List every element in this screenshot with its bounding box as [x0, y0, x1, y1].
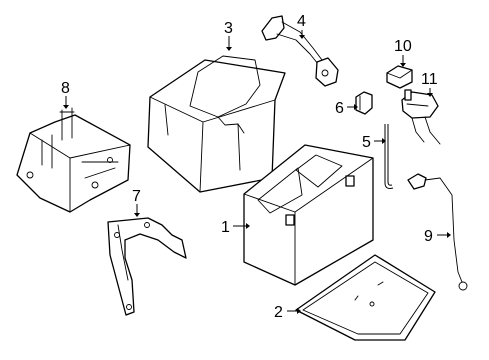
- battery-support: [16, 107, 131, 213]
- battery: [243, 144, 374, 286]
- fusible-link: [401, 89, 441, 145]
- callout-5: 5: [362, 134, 371, 151]
- hold-down-bar: [261, 15, 339, 87]
- leader-lines: [63, 30, 451, 314]
- callout-10: 10: [394, 38, 412, 55]
- callout-11: 11: [421, 71, 438, 88]
- callout-labels: 1 2 3 4 5 6 7 8 9 10 11: [61, 13, 438, 321]
- terminal-clip: [355, 91, 373, 115]
- callout-6: 6: [335, 100, 344, 117]
- callout-8: 8: [61, 80, 70, 97]
- callout-3: 3: [224, 20, 233, 37]
- callout-9: 9: [424, 228, 433, 245]
- terminal-cap: [386, 65, 413, 89]
- callout-2: 2: [274, 304, 283, 321]
- hold-down-rod: [384, 124, 394, 189]
- callout-4: 4: [297, 13, 306, 30]
- battery-tray: [295, 254, 436, 341]
- mounting-bracket: [107, 217, 187, 316]
- callout-1: 1: [221, 219, 230, 236]
- callout-7: 7: [132, 188, 141, 205]
- battery-insulator: [147, 55, 286, 193]
- sensor-cable: [407, 173, 468, 291]
